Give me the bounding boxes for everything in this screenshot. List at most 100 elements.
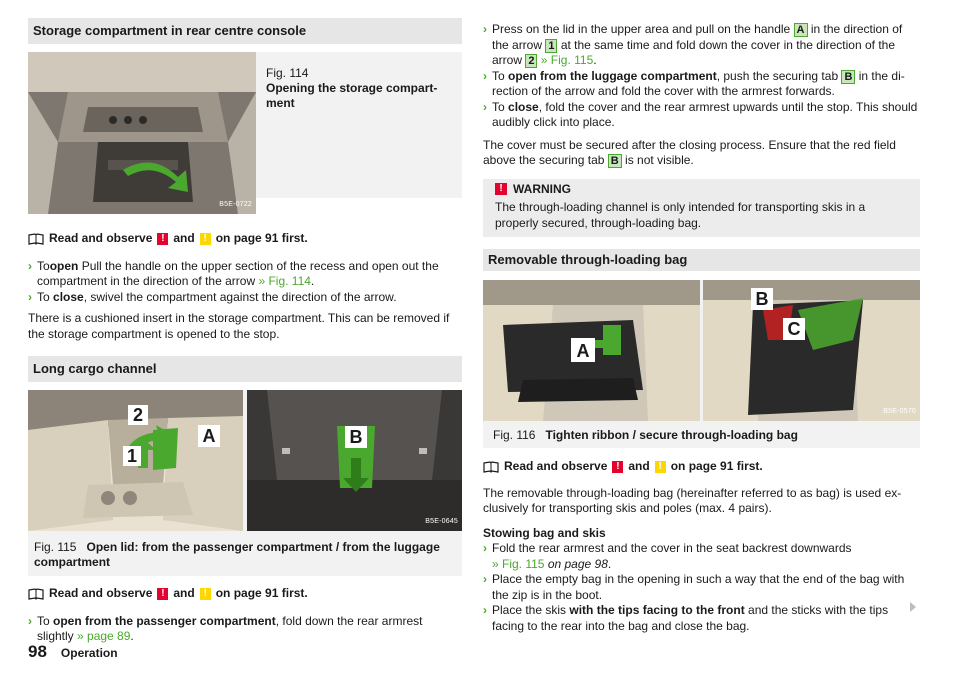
figure-116-caption: Fig. 116 Tighten ribbon / secure through… bbox=[493, 428, 913, 443]
image-code: B5E-0645 bbox=[425, 517, 458, 525]
read-and: and bbox=[173, 231, 195, 245]
bullet-bold: with the tips facing to the front bbox=[569, 603, 745, 617]
figure-114-image: B5E-0722 bbox=[28, 52, 256, 214]
bullet-bold: open from the passenger compartment bbox=[53, 613, 276, 628]
label-1: 1 bbox=[545, 38, 558, 53]
bullet-text: in the di-rection of the arrow and fold … bbox=[492, 68, 905, 99]
section-heading-bag: Removable through-loading bag bbox=[483, 249, 920, 271]
bullet-text: Press on the lid in the upper area and p… bbox=[492, 22, 794, 36]
chevron-icon: › bbox=[483, 572, 487, 586]
figure-115-image-left: 2 A 1 bbox=[28, 390, 243, 531]
chevron-icon: › bbox=[28, 613, 32, 628]
page-footer: 98 Operation bbox=[28, 642, 118, 662]
figure-title: Tighten ribbon / secure through-loading … bbox=[545, 428, 798, 442]
bullet-end: . bbox=[310, 274, 315, 288]
read-post: on page 91 first. bbox=[215, 231, 308, 245]
read-and-observe: Read and observe ! and ! on page 91 firs… bbox=[483, 459, 920, 475]
bullet-end: . bbox=[593, 53, 597, 67]
chevron-icon: › bbox=[28, 258, 32, 273]
bullet-text: , push the securing tab bbox=[716, 68, 842, 83]
bullet-fold-armrest: › Fold the rear armrest and the cover in… bbox=[483, 541, 920, 572]
read-text: Read and observe bbox=[49, 231, 153, 245]
bullet-prefix: To bbox=[492, 99, 509, 114]
figure-link[interactable]: » Fig. 114 bbox=[258, 274, 311, 288]
label-A: A bbox=[203, 426, 216, 446]
figure-114: B5E-0722 Fig. 114 Opening the storage co… bbox=[28, 52, 462, 214]
bullet-end: . bbox=[607, 556, 612, 571]
read-text: Read and observe bbox=[49, 586, 153, 600]
bullet-bold: close bbox=[508, 99, 539, 114]
paragraph-bag-purpose: The removable through-loading bag (herei… bbox=[483, 485, 902, 516]
left-column: Storage compartment in rear centre conso… bbox=[28, 18, 462, 645]
bullet-open: › Toopen Pull the handle on the upper se… bbox=[28, 259, 462, 290]
figure-116: A B C B5E-0570 Fig. 116 Tighten ribbon /… bbox=[483, 280, 920, 448]
para-text: is not visible. bbox=[621, 153, 694, 167]
warning-text: The through-loading channel is only inte… bbox=[495, 200, 866, 230]
book-icon bbox=[28, 233, 44, 245]
section-heading-storage: Storage compartment in rear centre conso… bbox=[28, 18, 462, 44]
bullet-close: › To close, fold the cover and the rear … bbox=[483, 100, 920, 131]
bullet-prefix: To bbox=[37, 613, 54, 628]
bullet-text: and the sticks with the tips facing to t… bbox=[492, 603, 889, 633]
page-ref: on page 98 bbox=[544, 556, 608, 571]
bullet-text: , swivel the compartment against the dir… bbox=[83, 289, 397, 304]
continue-arrow-icon bbox=[910, 602, 916, 612]
warning-label: WARNING bbox=[513, 181, 571, 196]
footer-section: Operation bbox=[60, 646, 118, 660]
book-icon bbox=[483, 461, 499, 473]
bullet-prefix: To bbox=[492, 68, 509, 83]
bullet-bold: close bbox=[53, 289, 84, 304]
chevron-icon: › bbox=[483, 541, 487, 555]
page-number: 98 bbox=[28, 642, 47, 661]
bullet-text: Fold the rear armrest and the cover in t… bbox=[492, 541, 852, 555]
figure-116-image-right: B C B5E-0570 bbox=[703, 280, 920, 421]
paragraph-cushion: There is a cushioned insert in the stora… bbox=[28, 311, 450, 341]
bullet-prefix: Place the skis bbox=[492, 603, 570, 617]
figure-number: Fig. 115 bbox=[34, 540, 77, 554]
read-post: on page 91 first. bbox=[215, 586, 308, 600]
figure-link[interactable]: » Fig. 115 bbox=[537, 53, 594, 67]
paragraph-cover-secured: The cover must be secured after the clos… bbox=[483, 138, 920, 169]
label-C: C bbox=[788, 319, 801, 339]
bullet-prefix: To bbox=[37, 258, 50, 273]
section-heading-cargo: Long cargo channel bbox=[28, 356, 462, 382]
bullet-text: Place the empty bag in the opening in su… bbox=[492, 572, 905, 602]
bullet-bold: open bbox=[49, 258, 79, 273]
bullet-text: , fold the cover and the rear armrest up… bbox=[492, 99, 918, 130]
bullet-text: in the direction of the arrow bbox=[492, 22, 903, 52]
bullet-text: Pull the handle on the upper section of … bbox=[37, 258, 439, 289]
note-icon: ! bbox=[199, 232, 211, 245]
chevron-icon: › bbox=[28, 289, 32, 304]
figure-number: Fig. 116 bbox=[493, 428, 536, 442]
figure-title: Open lid: from the passenger compartment… bbox=[34, 540, 440, 569]
chevron-icon: › bbox=[483, 22, 487, 36]
chevron-icon: › bbox=[483, 68, 487, 83]
image-code: B5E-0722 bbox=[219, 200, 252, 208]
label-2: 2 bbox=[525, 54, 538, 68]
figure-114-caption: Fig. 114 Opening the storage compart- me… bbox=[266, 66, 456, 111]
bullet-prefix: To bbox=[37, 289, 54, 304]
chevron-icon: › bbox=[483, 603, 487, 617]
chevron-icon: › bbox=[483, 99, 487, 114]
bullet-text: , fold down the rear armrest slightly bbox=[37, 613, 423, 644]
page-link[interactable]: » page 89 bbox=[77, 629, 131, 643]
bullet-place-bag: › Place the empty bag in the opening in … bbox=[483, 572, 920, 603]
read-and: and bbox=[628, 459, 650, 473]
warning-icon: ! bbox=[612, 460, 624, 473]
bullet-press-lid: › Press on the lid in the upper area and… bbox=[483, 22, 920, 69]
note-icon: ! bbox=[199, 587, 211, 600]
label-2: 2 bbox=[133, 405, 143, 425]
label-B: B bbox=[841, 69, 856, 84]
bullet-end: . bbox=[130, 629, 134, 643]
figure-116-image-left: A bbox=[483, 280, 700, 421]
label-B: B bbox=[607, 154, 622, 168]
read-post: on page 91 first. bbox=[670, 459, 763, 473]
figure-115-image-right: B B5E-0645 bbox=[247, 390, 462, 531]
figure-link[interactable]: » Fig. 115 bbox=[492, 556, 545, 571]
read-and-observe: Read and observe ! and ! on page 91 firs… bbox=[28, 586, 462, 602]
bullet-open-passenger: › To open from the passenger compartment… bbox=[28, 614, 462, 645]
bullet-open-luggage: › To open from the luggage compartment, … bbox=[483, 69, 920, 100]
figure-115: 2 A 1 B B5E-0645 Fig. 115 bbox=[28, 390, 462, 576]
warning-title: ! WARNING bbox=[495, 182, 908, 198]
read-and-observe: Read and observe ! and ! on page 91 firs… bbox=[28, 231, 462, 247]
